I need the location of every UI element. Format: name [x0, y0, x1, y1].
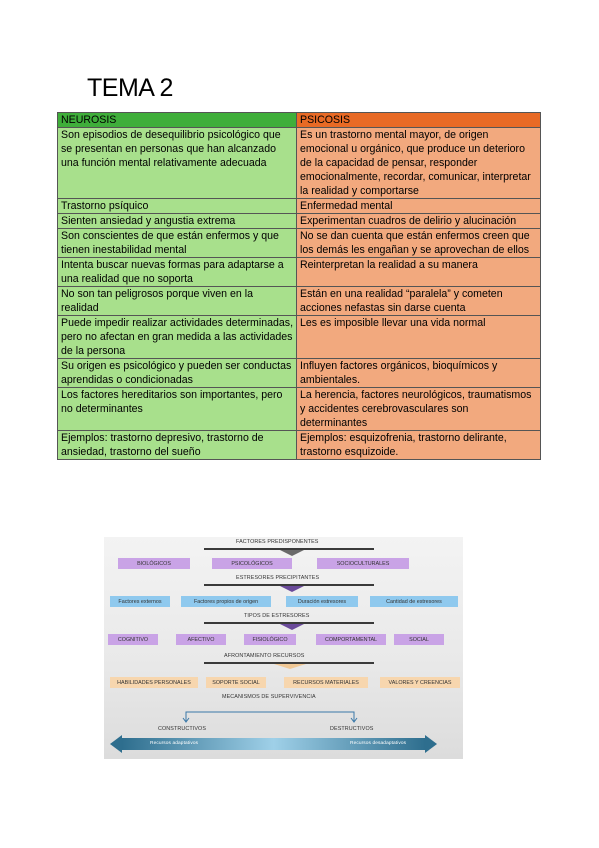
table-row: Son episodios de desequilibrio psicológi… — [57, 127, 541, 199]
table-row: Puede impedir realizar actividades deter… — [57, 315, 541, 359]
psicosis-cell: Enfermedad mental — [296, 198, 541, 214]
divider-bar — [204, 548, 374, 550]
branch-line — [185, 711, 355, 721]
table-row: Ejemplos: trastorno depresivo, trastorno… — [57, 430, 541, 460]
recurso-box: SOPORTE SOCIAL — [206, 677, 266, 688]
adaptativos-label: Recursos adaptativos — [150, 741, 199, 746]
neurosis-cell: Su origen es psicológico y pueden ser co… — [57, 358, 297, 388]
tipo-box: COMPORTAMENTAL — [316, 634, 386, 645]
factor-box: PSICOLÓGICOS — [212, 558, 292, 569]
table-row: Los factores hereditarios son importante… — [57, 387, 541, 431]
destructivos-label: DESTRUCTIVOS — [330, 726, 374, 732]
divider-bar — [204, 584, 374, 586]
psicosis-cell: La herencia, factores neurológicos, trau… — [296, 387, 541, 431]
arrow-down-icon — [280, 586, 304, 592]
neurosis-cell: Intenta buscar nuevas formas para adapta… — [57, 257, 297, 287]
arrow-down-icon — [280, 550, 304, 556]
estresor-box: Duración estresores — [286, 596, 358, 607]
header-neurosis: NEUROSIS — [57, 112, 297, 128]
page-title: TEMA 2 — [87, 74, 173, 102]
estresor-box: Factores externos — [110, 596, 170, 607]
psicosis-cell: Influyen factores orgánicos, bioquímicos… — [296, 358, 541, 388]
header-psicosis: PSICOSIS — [296, 112, 541, 128]
arrow-down-icon — [280, 624, 304, 630]
neurosis-cell: Sienten ansiedad y angustia extrema — [57, 213, 297, 229]
desadaptativos-label: Recursos desadaptativos — [350, 741, 407, 746]
table-row: Intenta buscar nuevas formas para adapta… — [57, 257, 541, 287]
tipo-box: FISIOLÓGICO — [244, 634, 296, 645]
psicosis-cell: Están en una realidad “paralela” y comet… — [296, 286, 541, 316]
estresor-box: Factores propios de origen — [181, 596, 271, 607]
divider-bar — [204, 662, 374, 664]
neurosis-cell: Ejemplos: trastorno depresivo, trastorno… — [57, 430, 297, 460]
stress-factors-diagram: FACTORES PREDISPONENTES BIOLÓGICOS PSICO… — [104, 537, 463, 759]
comparison-table: NEUROSIS PSICOSIS Son episodios de deseq… — [57, 112, 541, 460]
tipo-box: AFECTIVO — [176, 634, 226, 645]
table-row: Son conscientes de que están enfermos y … — [57, 228, 541, 258]
neurosis-cell: Trastorno psíquico — [57, 198, 297, 214]
table-row: Trastorno psíquico Enfermedad mental — [57, 198, 541, 214]
tipos-title: TIPOS DE ESTRESORES — [244, 613, 310, 619]
estresores-title: ESTRESORES PRECIPITANTES — [236, 575, 320, 581]
neurosis-cell: Son conscientes de que están enfermos y … — [57, 228, 297, 258]
psicosis-cell: Experimentan cuadros de delirio y alucin… — [296, 213, 541, 229]
table-row: No son tan peligrosos porque viven en la… — [57, 286, 541, 316]
constructivos-label: CONSTRUCTIVOS — [158, 726, 207, 732]
neurosis-cell: No son tan peligrosos porque viven en la… — [57, 286, 297, 316]
recurso-box: RECURSOS MATERIALES — [284, 677, 368, 688]
psicosis-cell: Reinterpretan la realidad a su manera — [296, 257, 541, 287]
branch-connector — [182, 711, 358, 723]
psicosis-cell: Ejemplos: esquizofrenia, trastorno delir… — [296, 430, 541, 460]
recurso-box: HABILIDADES PERSONALES — [110, 677, 198, 688]
afrontamiento-title: AFRONTAMIENTO RECURSOS — [224, 653, 305, 659]
arrow-down-icon — [350, 717, 358, 723]
arrow-down-icon — [182, 717, 190, 723]
arrow-right-icon — [425, 735, 437, 753]
factor-box: SOCIOCULTURALES — [317, 558, 409, 569]
psicosis-cell: Es un trastorno mental mayor, de origen … — [296, 127, 541, 199]
factores-title: FACTORES PREDISPONENTES — [236, 539, 319, 545]
factor-box: BIOLÓGICOS — [118, 558, 190, 569]
arrow-left-icon — [110, 735, 122, 753]
table-header-row: NEUROSIS PSICOSIS — [57, 112, 541, 128]
adaptive-spectrum-bar — [122, 738, 425, 750]
psicosis-cell: No se dan cuenta que están enfermos cree… — [296, 228, 541, 258]
divider-bar — [204, 622, 374, 624]
neurosis-cell: Puede impedir realizar actividades deter… — [57, 315, 297, 359]
neurosis-cell: Los factores hereditarios son importante… — [57, 387, 297, 431]
recurso-box: VALORES Y CREENCIAS — [380, 677, 460, 688]
psicosis-cell: Les es imposible llevar una vida normal — [296, 315, 541, 359]
tipo-box: COGNITIVO — [108, 634, 158, 645]
tipo-box: SOCIAL — [394, 634, 444, 645]
table-row: Su origen es psicológico y pueden ser co… — [57, 358, 541, 388]
neurosis-cell: Son episodios de desequilibrio psicológi… — [57, 127, 297, 199]
mecanismos-title: MECANISMOS DE SUPERVIVENCIA — [222, 694, 316, 700]
arrow-down-icon — [274, 664, 306, 669]
estresor-box: Cantidad de estresores — [370, 596, 458, 607]
table-row: Sienten ansiedad y angustia extrema Expe… — [57, 213, 541, 229]
